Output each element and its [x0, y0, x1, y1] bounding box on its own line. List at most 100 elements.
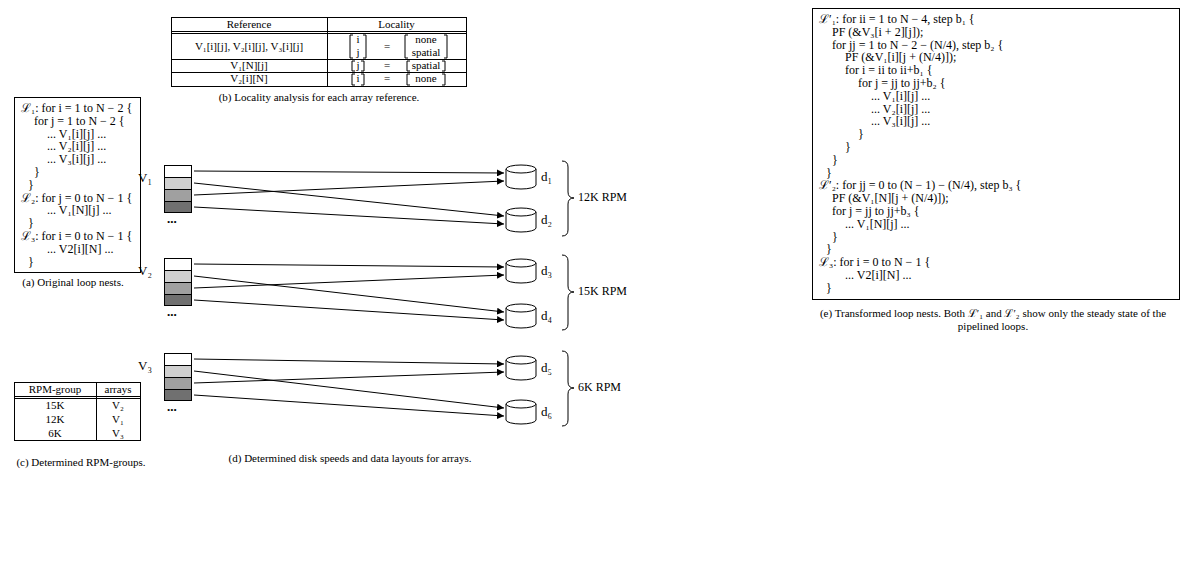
matrix-bracket [363, 35, 366, 58]
layout-arrow [194, 181, 504, 195]
array-name: V₃ [138, 358, 152, 373]
disk-label: d₃ [541, 263, 552, 278]
code-box: ℒ′₁: for ii = 1 to N − 4, step b₁ {PF (&… [812, 8, 1180, 300]
layout-arrow [194, 264, 504, 267]
layout-arrow [194, 276, 504, 312]
code-line: ... V2[i][N] ... [845, 269, 1171, 282]
disk-node: d₆ [505, 399, 537, 425]
array-stack: V₃... [164, 353, 192, 401]
matrix-bracket [361, 74, 364, 85]
sub-caption: (a) Original loop nests. [8, 276, 138, 289]
disk-cylinder [505, 399, 537, 425]
code-line: ... V₁[N][j] ... [47, 204, 132, 217]
code-line: ℒ₃: for i = 0 to N − 1 { [21, 230, 132, 243]
table-cell: V₂[i][N] [171, 72, 327, 85]
disk-label: d₆ [541, 404, 552, 419]
table-cell: V₂ [96, 399, 140, 412]
code-line: for jj = 1 to N − 2 − (N/4), step b₂ { [832, 39, 1171, 52]
layout-arrow [194, 171, 504, 173]
code-line: for j = 1 to N − 2 { [34, 115, 132, 128]
layout-arrow [194, 359, 504, 364]
disk-node: d₂ [505, 207, 537, 233]
table-cell: V₃ [96, 427, 140, 440]
code-line: ... V₂[i][j] ... [871, 103, 1171, 116]
table-cell: j [350, 46, 366, 59]
disk-label: d₂ [541, 212, 552, 227]
code-line: for j = jj to jj+b₂ { [858, 77, 1171, 90]
table-cell: spatial [400, 59, 452, 72]
table-cell: = [377, 72, 397, 85]
table-cell: 12K RPM [578, 191, 648, 204]
continuation-dots: ... [167, 211, 177, 226]
code-box: ℒ₁: for i = 1 to N − 2 {for j = 1 to N −… [14, 97, 141, 273]
table-cell: 15K RPM [578, 285, 648, 298]
disk-cylinder [505, 258, 537, 284]
disk-node: d₄ [505, 303, 537, 329]
layout-arrow [194, 275, 504, 288]
code-line: } [826, 167, 1171, 180]
matrix-bracket [442, 74, 445, 85]
code-line: ℒ₁: for i = 1 to N − 2 { [21, 102, 132, 115]
table-cell: Locality [327, 18, 466, 31]
matrix-bracket [350, 35, 353, 58]
disk-label: d₄ [541, 308, 552, 323]
table-cell: 6K [14, 427, 96, 440]
table-cell: 6K RPM [578, 381, 648, 394]
table-cell: i [350, 33, 366, 46]
code-line: ℒ′₂: for jj = 0 to (N − 1) − (N/4), step… [819, 179, 1171, 192]
code-line: ... V₁[N][j] ... [845, 218, 1171, 231]
disk-label: d₁ [541, 169, 552, 184]
layout-arrow [194, 371, 504, 408]
code-line: ... V₁[i][j] ... [47, 128, 132, 141]
code-line: } [832, 154, 1171, 167]
matrix-bracket [352, 61, 355, 71]
table-cell: = [377, 59, 397, 72]
code-line: ... V₂[i][j] ... [47, 140, 132, 153]
code-line: PF (&V₃[i + 2][j]); [832, 26, 1171, 39]
code-line: ... V₃[i][j] ... [871, 115, 1171, 128]
table-cell: none [400, 33, 452, 46]
code-line: ... V2[i][N] ... [47, 243, 132, 256]
disk-cylinder [505, 164, 537, 190]
table-cell: V₁[i][j], V₂[i][j], V₃[i][j] [171, 40, 327, 53]
table-cell: Reference [171, 18, 327, 31]
table-cell: 15K [14, 399, 96, 412]
code-line: ℒ₂: for j = 0 to N − 1 { [21, 192, 132, 205]
table-cell: j [350, 59, 366, 72]
code-line: ... V₁[i][j] ... [871, 90, 1171, 103]
sub-caption: (e) Transformed loop nests. Both ℒ′₁ and… [812, 307, 1174, 333]
matrix-bracket [442, 61, 445, 71]
code-line: } [832, 231, 1171, 244]
disk-label: d₅ [541, 360, 552, 375]
code-line: ℒ₃: for i = 0 to N − 1 { [819, 256, 1171, 269]
disk-cylinder [505, 207, 537, 233]
array-stack: V₂... [164, 258, 192, 306]
sub-caption: (c) Determined RPM-groups. [6, 456, 156, 469]
layout-arrow [194, 300, 504, 320]
sub-caption: (b) Locality analysis for each array ref… [160, 91, 478, 104]
table-cell: arrays [96, 383, 140, 396]
code-line: PF (&V₁[N][j + (N/4)]); [832, 192, 1171, 205]
matrix-bracket [407, 61, 410, 71]
code-line: } [826, 243, 1171, 256]
layout-arrow [194, 395, 504, 416]
disk-cylinder [505, 355, 537, 381]
code-line: } [826, 282, 1171, 295]
matrix-bracket [361, 61, 364, 71]
table-cell: RPM-group [14, 383, 96, 396]
rpm-braces [562, 161, 574, 426]
array-name: V₂ [138, 263, 152, 278]
table-cell: i [350, 72, 366, 85]
code-line: } [34, 166, 132, 179]
matrix-bracket [405, 35, 408, 58]
code-line: ℒ′₁: for ii = 1 to N − 4, step b₁ { [819, 13, 1171, 26]
sub-caption: (d) Determined disk speeds and data layo… [150, 452, 550, 465]
code-line: } [28, 256, 132, 269]
matrix-bracket [407, 74, 410, 85]
table-cell: V₁ [96, 413, 140, 426]
array-stack: V₁... [164, 165, 192, 213]
table-cell: 12K [14, 413, 96, 426]
disk-node: d₅ [505, 355, 537, 381]
code-line: for i = ii to ii+b₁ { [845, 64, 1171, 77]
